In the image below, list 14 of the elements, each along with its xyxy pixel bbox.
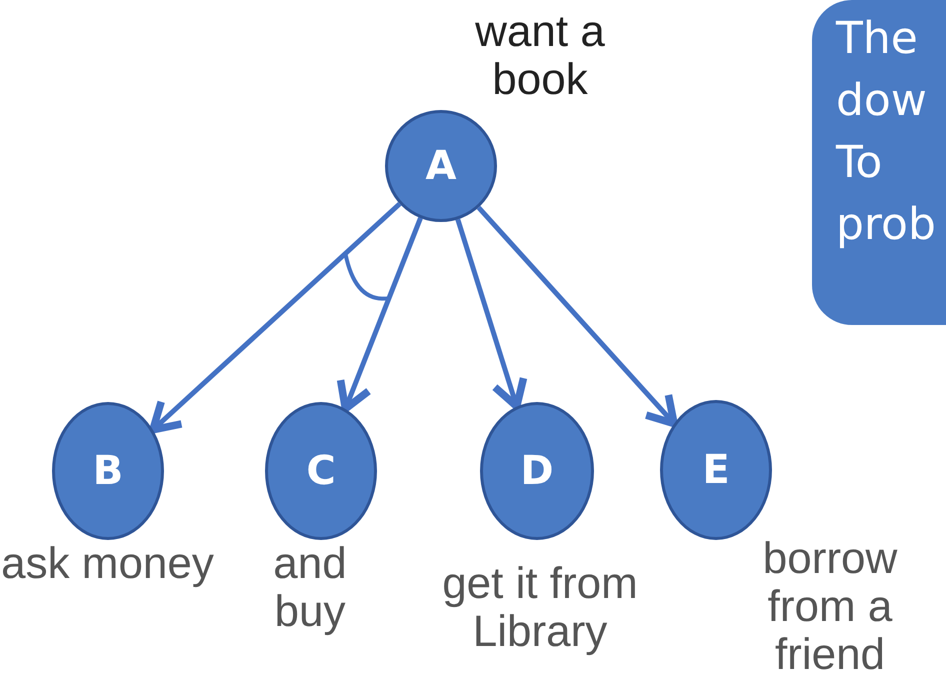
- node-caption: get it from Library: [441, 560, 639, 656]
- arrow: [476, 206, 678, 428]
- node-circle: E: [660, 400, 772, 540]
- node-circle: D: [480, 402, 594, 540]
- arrow: [336, 217, 423, 413]
- node-circle: B: [52, 402, 164, 540]
- node-caption: ask money: [0, 540, 215, 588]
- note-box: The dow To prob: [812, 0, 946, 325]
- node-circle: A: [385, 110, 497, 222]
- node-caption: want a book: [474, 8, 606, 104]
- arrow: [455, 218, 528, 410]
- node-circle: C: [265, 402, 377, 540]
- node-caption: and buy: [272, 540, 348, 636]
- arrow: [149, 202, 402, 434]
